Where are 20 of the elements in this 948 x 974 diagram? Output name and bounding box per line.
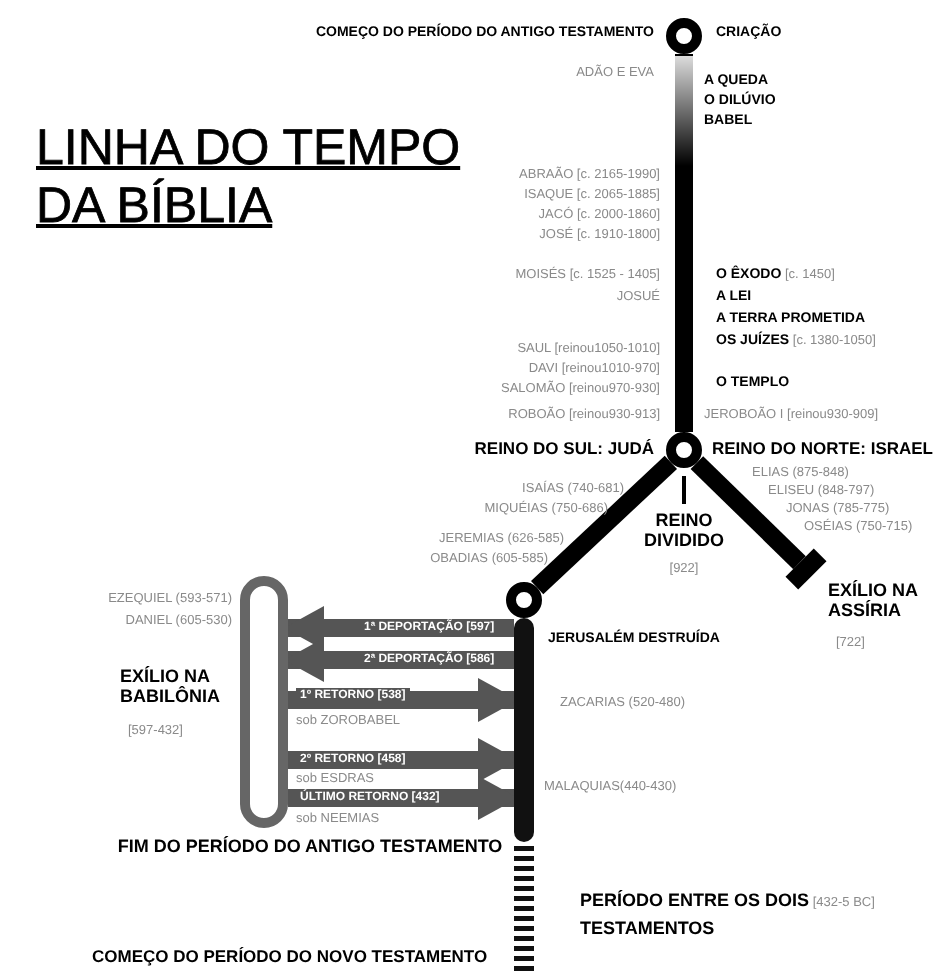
exile-label: EXÍLIO NA BABILÔNIA [120,668,222,708]
arrow [284,606,514,650]
exile-bar [240,576,288,828]
timeline-line [531,455,677,595]
junction-ring [666,432,702,468]
arrow [288,776,518,820]
kingdom-label: REINO DO SUL: JUDÁ [474,440,654,459]
event-label: REINO DIVIDIDO [641,512,726,552]
timeline-line [690,456,806,570]
start-ring [666,18,702,54]
event-label: EXÍLIO NA ASSÍRIA [828,582,920,622]
arrow [288,738,518,782]
arrow [284,638,514,682]
timeline-line [514,618,534,842]
title: LINHA DO TEMPO DA BÍBLIA [36,120,463,235]
kingdom-label: REINO DO NORTE: ISRAEL [712,440,934,459]
arrow [288,678,518,722]
period-label: COMEÇO DO PERÍODO DO NOVO TESTAMENTO [92,948,488,967]
period-label: FIM DO PERÍODO DO ANTIGO TESTAMENTO [117,838,503,858]
city-ring [506,582,542,618]
